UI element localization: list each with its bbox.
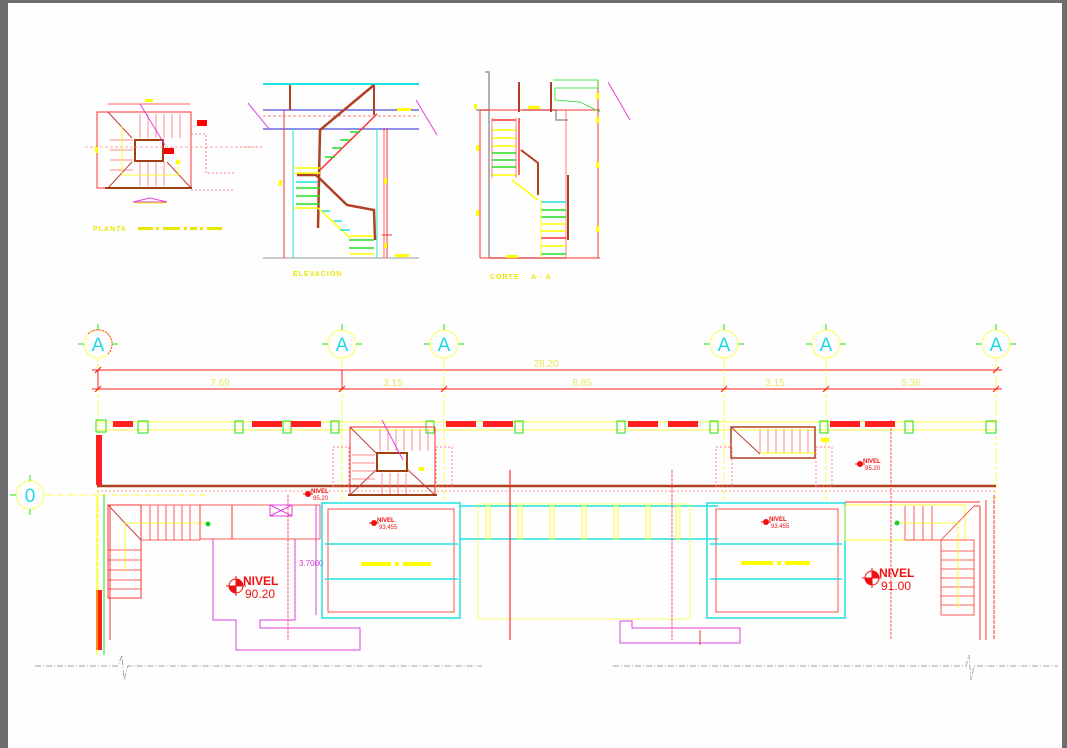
total-dimension: 28.20	[533, 359, 558, 370]
level-marker-small: NIVEL 93.455	[369, 518, 398, 531]
main-floor-plan: 3.7000	[95, 419, 998, 655]
vertical-dimension: 3.7000	[299, 559, 324, 568]
axis-bubble[interactable]: A	[424, 324, 464, 359]
axis-bubble[interactable]: A	[322, 324, 362, 359]
axis-label: 0	[25, 486, 36, 507]
stair-plan-detail: PLANTA	[85, 99, 260, 233]
dimension-lines: 28.20 7.69 3.15 8.85 3.15 5.36	[92, 358, 1002, 650]
axis-bubble[interactable]: A	[976, 324, 1016, 359]
level-word: NIVEL	[377, 518, 395, 524]
drawing-sheet[interactable]	[8, 3, 1062, 748]
axis-bubble[interactable]: A	[78, 324, 118, 359]
stair-section-detail: CORTE A - A	[474, 71, 631, 281]
level-value: 91.00	[881, 579, 911, 593]
level-value: 93.455	[379, 525, 398, 531]
axis-label: A	[718, 335, 731, 356]
level-word: NIVEL	[311, 489, 329, 495]
level-marker-large: NIVEL 91.00	[862, 566, 914, 593]
axis-label: A	[336, 335, 349, 356]
section-title: CORTE A - A	[490, 274, 552, 281]
axis-label: A	[92, 335, 105, 356]
dimension-segment: 8.85	[572, 378, 592, 389]
row-axis-bubble[interactable]: 0	[10, 475, 45, 515]
axis-bubble[interactable]: A	[806, 324, 846, 359]
axis-label: A	[990, 335, 1003, 356]
dimension-segment: 3.15	[765, 378, 785, 389]
break-lines	[35, 654, 1058, 681]
level-word: NIVEL	[879, 566, 914, 580]
level-value: 90.20	[245, 587, 275, 601]
level-word: NIVEL	[769, 517, 787, 523]
level-marker-small: NIVEL 93.455	[761, 517, 790, 530]
dimension-segment: 3.15	[383, 378, 403, 389]
level-word: NIVEL	[243, 574, 278, 588]
stair-elevation-detail: ELEVACIÓN	[240, 83, 438, 278]
level-word: NIVEL	[863, 459, 881, 465]
elevation-title: ELEVACIÓN	[293, 269, 342, 278]
dimension-segment: 5.36	[901, 378, 921, 389]
axis-label: A	[438, 335, 451, 356]
level-marker-large: NIVEL 90.20	[226, 574, 278, 601]
level-marker-small: NIVEL 95.20	[303, 489, 329, 502]
level-value: 93.455	[771, 524, 790, 530]
plan-title: PLANTA	[93, 226, 127, 233]
level-value: 95.20	[865, 466, 881, 472]
level-marker-small: NIVEL 95.20	[855, 459, 881, 472]
axis-label: A	[820, 335, 833, 356]
level-value: 95.20	[313, 496, 329, 502]
dimension-segment: 7.69	[210, 378, 230, 389]
axis-bubble[interactable]: A	[704, 324, 744, 359]
